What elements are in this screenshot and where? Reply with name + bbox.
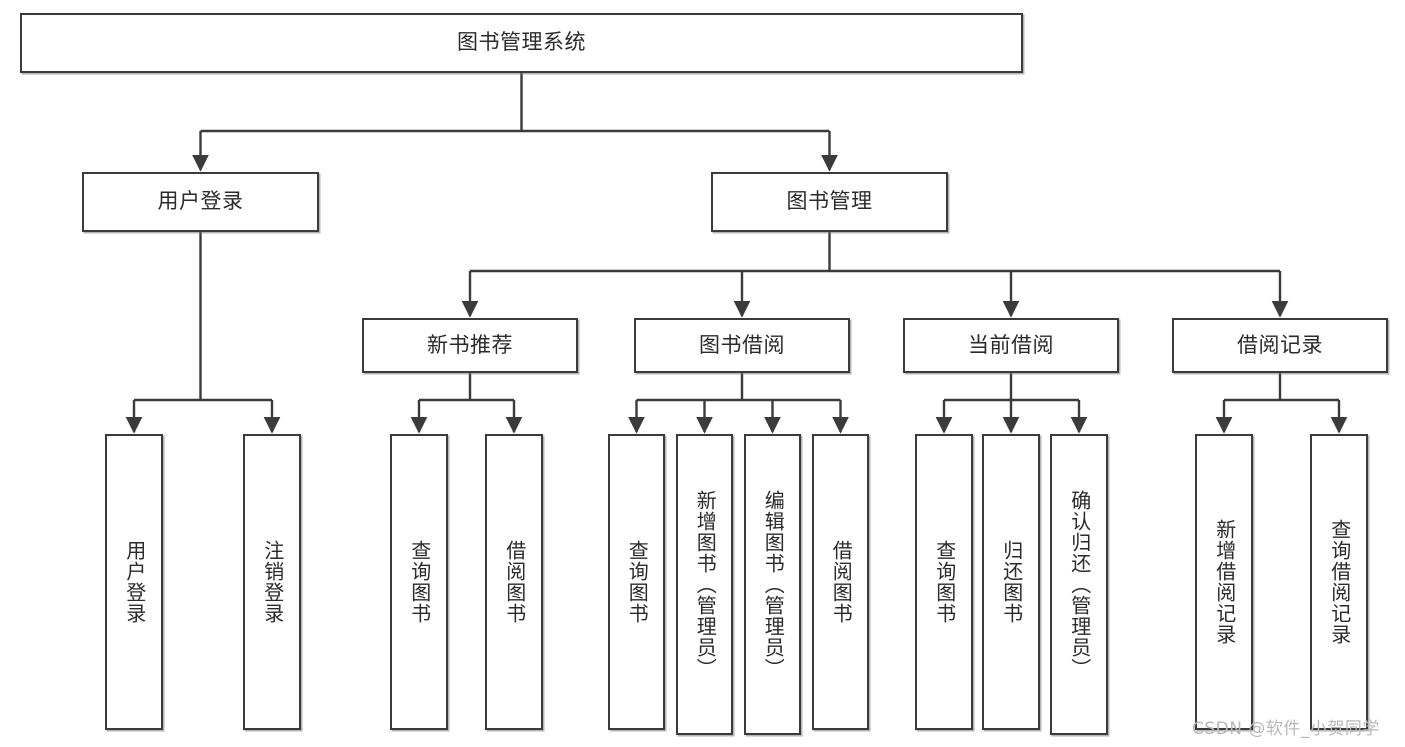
node-label: 借阅图书 xyxy=(829,540,854,624)
node-label: 用户登录 xyxy=(157,189,244,214)
node-book-management[interactable]: 图书管理 xyxy=(711,172,948,232)
node-leaf-user-login[interactable]: 用户登录 xyxy=(105,434,163,730)
node-new-book-recommend[interactable]: 新书推荐 xyxy=(362,318,578,373)
node-book-borrow[interactable]: 图书借阅 xyxy=(634,318,850,373)
node-label: 查询图书 xyxy=(932,540,957,624)
node-label: 查询借阅记录 xyxy=(1327,519,1352,645)
node-label: 查询图书 xyxy=(407,540,432,624)
node-leaf-query-book-1[interactable]: 查询图书 xyxy=(390,434,448,730)
node-label: 借阅图书 xyxy=(502,540,527,624)
node-label: 用户登录 xyxy=(122,540,147,624)
node-label: 当前借阅 xyxy=(968,332,1054,357)
node-leaf-query-book-2[interactable]: 查询图书 xyxy=(608,434,665,730)
node-label: 借阅记录 xyxy=(1237,332,1323,357)
node-user-login[interactable]: 用户登录 xyxy=(82,172,319,232)
node-label: 编辑图书（管理员） xyxy=(761,490,786,679)
node-leaf-confirm-return-admin[interactable]: 确认归还（管理员） xyxy=(1050,434,1108,735)
node-label: 归还图书 xyxy=(999,540,1024,624)
node-leaf-edit-book-admin[interactable]: 编辑图书（管理员） xyxy=(744,434,801,735)
node-leaf-add-book-admin[interactable]: 新增图书（管理员） xyxy=(676,434,733,735)
node-leaf-borrow-book-2[interactable]: 借阅图书 xyxy=(812,434,869,730)
node-label: 图书管理系统 xyxy=(457,30,586,55)
node-borrow-record[interactable]: 借阅记录 xyxy=(1172,318,1388,373)
node-leaf-add-borrow-record[interactable]: 新增借阅记录 xyxy=(1195,434,1253,730)
node-leaf-query-book-3[interactable]: 查询图书 xyxy=(915,434,973,730)
node-leaf-return-book[interactable]: 归还图书 xyxy=(982,434,1040,730)
node-leaf-logout[interactable]: 注销登录 xyxy=(243,434,301,730)
node-label: 新增图书（管理员） xyxy=(693,490,718,679)
node-current-borrow[interactable]: 当前借阅 xyxy=(903,318,1119,373)
node-label: 注销登录 xyxy=(260,540,285,624)
node-leaf-query-borrow-record[interactable]: 查询借阅记录 xyxy=(1310,434,1368,730)
node-label: 新增借阅记录 xyxy=(1212,519,1237,645)
node-leaf-borrow-book-1[interactable]: 借阅图书 xyxy=(485,434,543,730)
csdn-watermark: CSDN @软件_小贺同学 xyxy=(1192,719,1380,739)
node-label: 图书借阅 xyxy=(699,332,785,357)
node-label: 新书推荐 xyxy=(427,332,513,357)
node-label: 确认归还（管理员） xyxy=(1067,490,1092,679)
node-root[interactable]: 图书管理系统 xyxy=(20,13,1023,73)
node-label: 查询图书 xyxy=(625,540,650,624)
node-label: 图书管理 xyxy=(786,189,873,214)
